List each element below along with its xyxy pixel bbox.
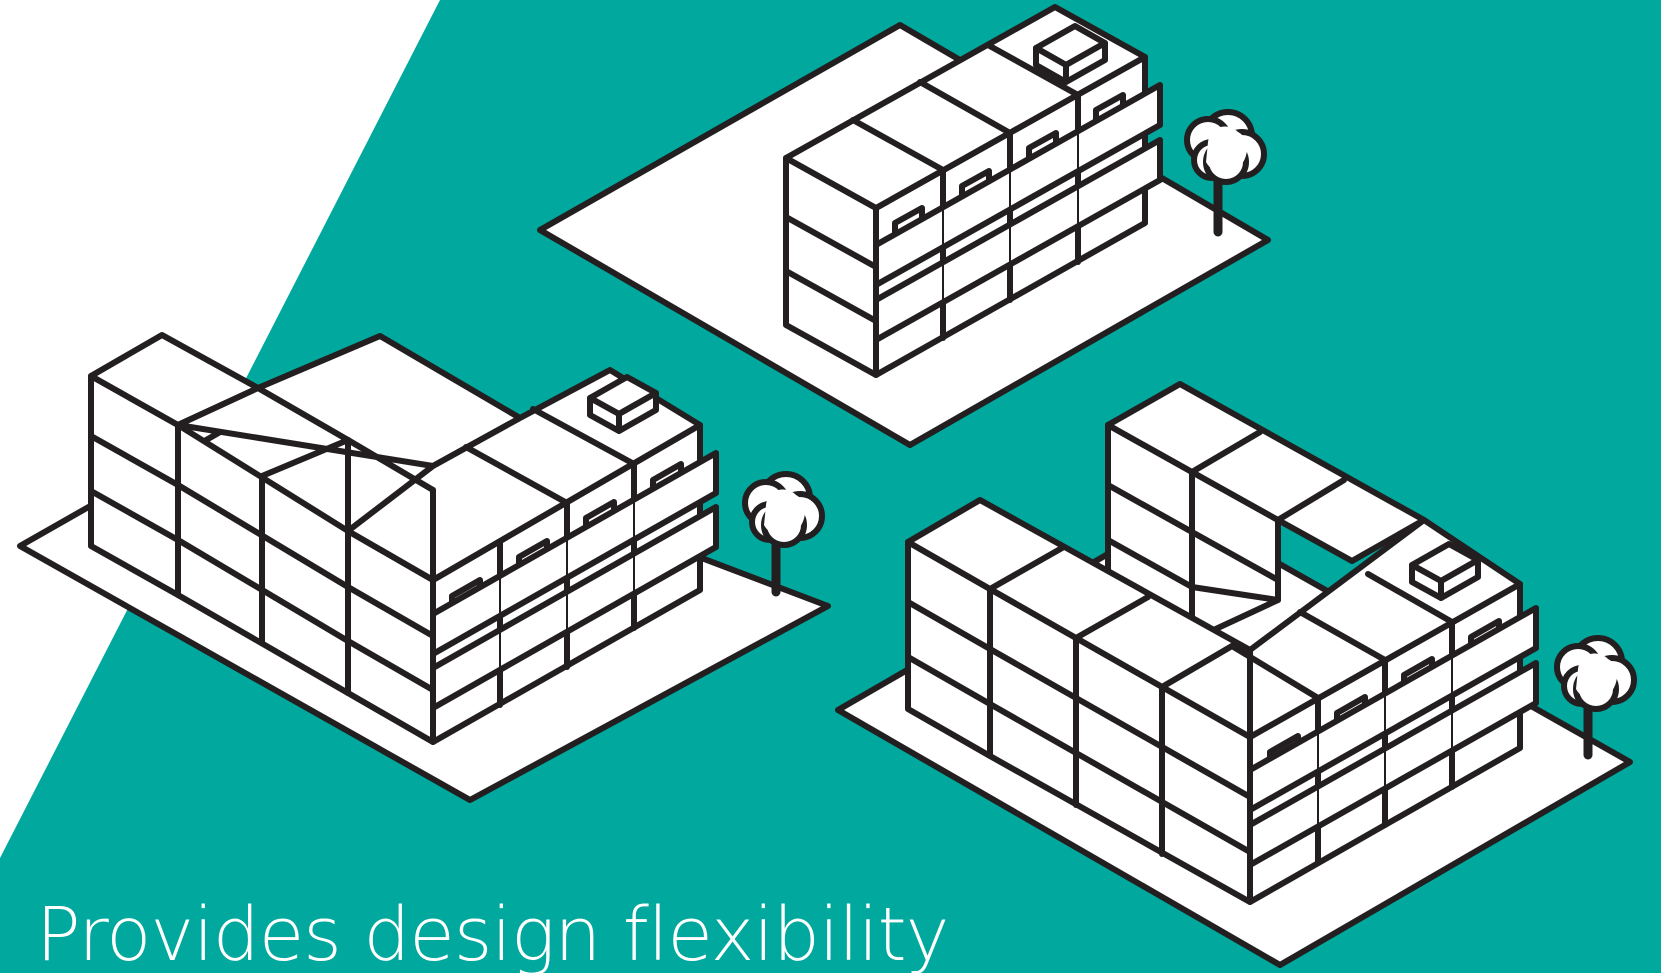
tree-icon	[1184, 109, 1267, 237]
building-l-shaped	[17, 332, 831, 803]
roof	[905, 497, 1523, 740]
building-small-block	[537, 4, 1271, 448]
balcony	[1247, 605, 1539, 813]
roof	[175, 333, 523, 469]
rooftop-unit-icon	[1409, 541, 1481, 601]
tree-icon	[1554, 635, 1637, 760]
tree-icon	[742, 471, 825, 597]
caption-text: Provides design flexibility	[36, 892, 949, 978]
balcony	[430, 450, 719, 657]
balcony	[873, 137, 1163, 343]
rooftop-unit-icon	[587, 374, 659, 434]
building-u-shaped	[835, 381, 1637, 968]
balcony	[873, 82, 1163, 288]
balcony	[1247, 660, 1539, 868]
balcony	[430, 504, 719, 711]
rooftop-unit-icon	[1033, 23, 1108, 85]
